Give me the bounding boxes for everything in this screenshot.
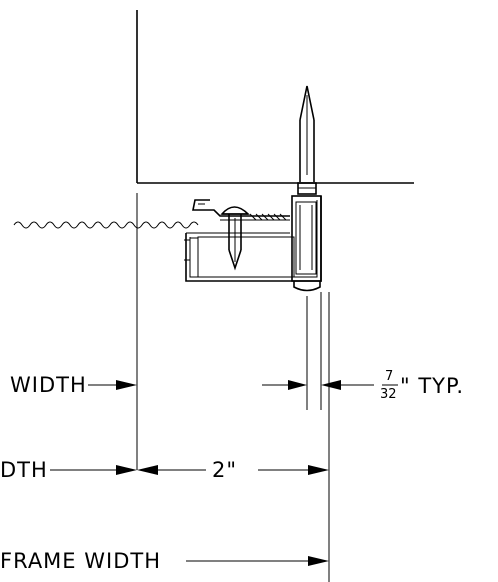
dimension-row-frame-width: FRAME WIDTH bbox=[0, 549, 329, 573]
fraction-denominator: 32 bbox=[380, 387, 397, 402]
dimension-row-2in: DTH 2" bbox=[0, 458, 329, 482]
width-label-2: DTH bbox=[0, 458, 48, 482]
extension-lines bbox=[136, 193, 330, 582]
width-label: WIDTH bbox=[10, 373, 87, 397]
typ-label: " TYP. bbox=[400, 374, 464, 398]
dimension-row-width: WIDTH 7 32 " TYP. bbox=[10, 369, 464, 402]
two-inch-label: 2" bbox=[212, 458, 237, 482]
substrate-block bbox=[136, 10, 414, 184]
fastener-screw bbox=[220, 206, 250, 271]
frame-width-label: FRAME WIDTH bbox=[0, 549, 161, 573]
anchor-bolt bbox=[297, 85, 317, 195]
frame-extrusion bbox=[184, 195, 322, 292]
break-line bbox=[13, 221, 199, 229]
fraction-numerator: 7 bbox=[385, 369, 393, 384]
